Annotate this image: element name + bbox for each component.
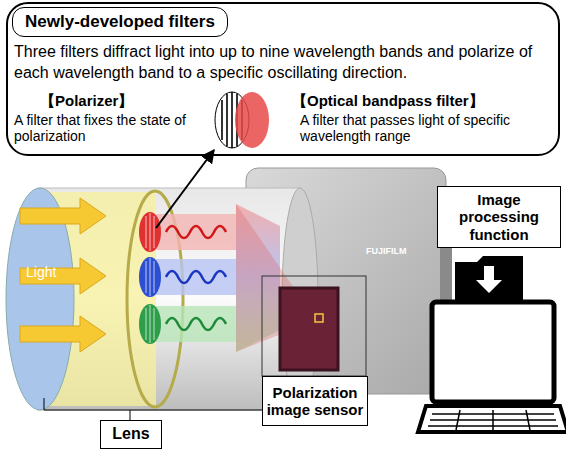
laptop-base — [418, 406, 566, 432]
laptop-screen — [432, 302, 554, 402]
panel-heading: Newly-developed filters — [12, 7, 228, 37]
light-arrow — [20, 198, 106, 234]
bandpass-disc — [235, 92, 269, 148]
panel-body: Three filters diffract light into up to … — [14, 42, 550, 84]
filter-name: 【Optical bandpass filter】 — [292, 92, 532, 109]
filter-stripes — [146, 213, 154, 343]
light-label: Light — [26, 264, 76, 280]
green-beam — [156, 306, 236, 342]
filter-description: A filter that fixes the state of polariz… — [14, 112, 210, 144]
sensor-chip — [280, 288, 338, 370]
folder-icon — [455, 256, 523, 300]
sensor-frame — [262, 276, 366, 376]
red-wave — [166, 226, 226, 238]
filter-description: A filter that passes light of specific w… — [300, 112, 540, 144]
brand-label: FUJIFILM — [366, 246, 436, 256]
download-arrow — [476, 266, 502, 293]
filter-name: 【Polarizer】 — [40, 92, 210, 109]
light-arrow — [20, 258, 106, 294]
box-label: Polarization image sensor — [263, 384, 367, 419]
sensor-pixel — [315, 314, 323, 322]
lens-box: Lens — [100, 420, 162, 449]
red-filter — [139, 212, 161, 252]
processing-box: Image processing function — [437, 186, 561, 248]
filters-panel: Newly-developed filtersThree filters dif… — [6, 2, 560, 156]
blue-wave — [166, 271, 226, 283]
blue-filter — [139, 257, 161, 297]
keyboard — [428, 410, 558, 430]
green-filter — [139, 304, 161, 344]
blue-beam — [156, 259, 236, 295]
box-label: Image processing function — [438, 191, 560, 243]
sensor-box: Polarization image sensor — [262, 376, 368, 426]
box-label: Lens — [112, 425, 149, 443]
light-arrow — [20, 316, 106, 352]
red-beam — [156, 214, 236, 250]
green-wave — [166, 318, 226, 330]
detail-arrow — [156, 150, 214, 228]
lens-bracket — [44, 398, 290, 420]
